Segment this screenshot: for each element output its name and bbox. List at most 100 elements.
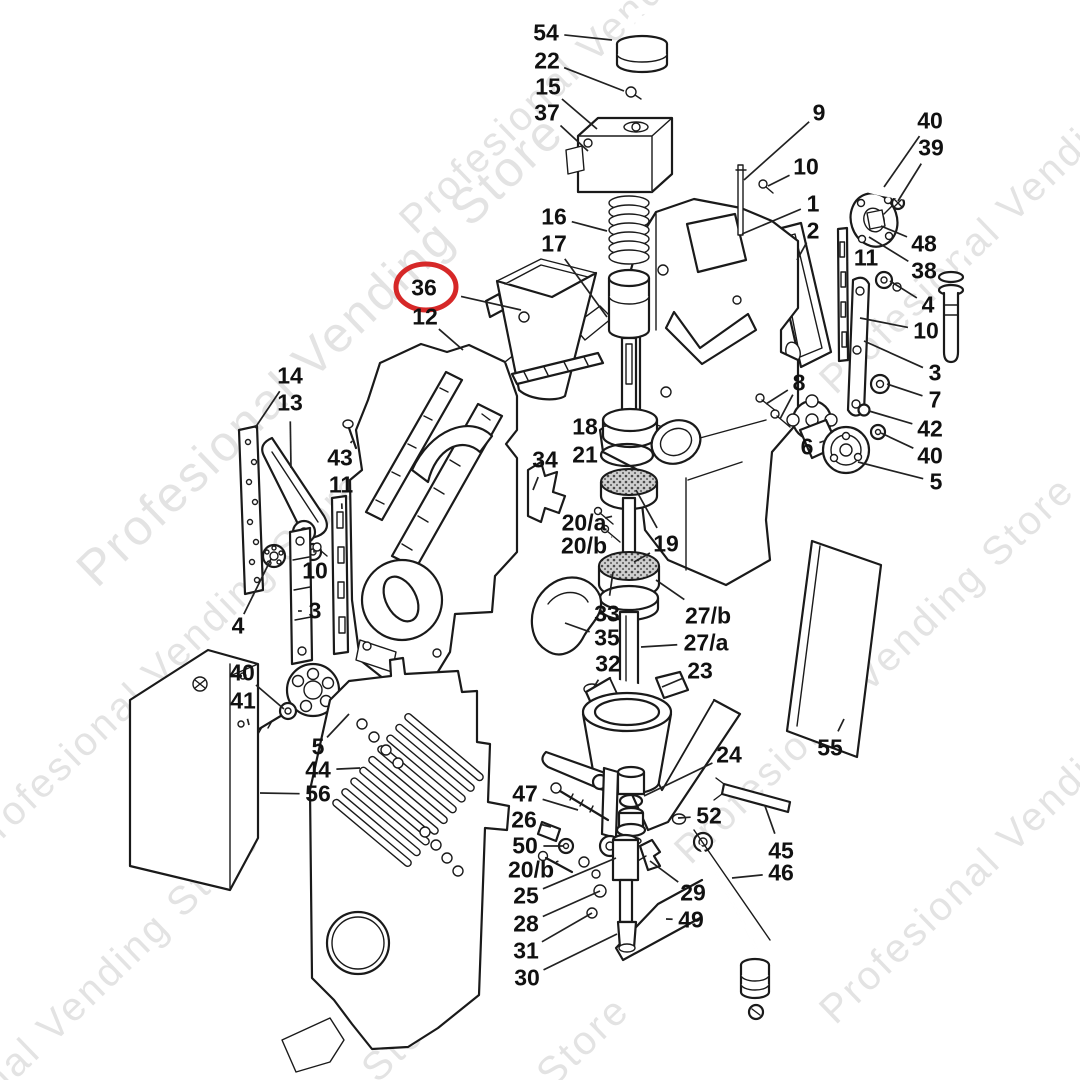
part-corner-flap <box>281 1017 345 1073</box>
part-label-33: 33 <box>594 600 620 627</box>
part-label-29: 29 <box>680 879 706 906</box>
part-19-knurled-disc-upper <box>599 468 659 556</box>
part-label-41: 41 <box>230 687 256 714</box>
part-18-disc <box>601 407 659 449</box>
part-7-washer <box>869 373 891 395</box>
part-label-24: 24 <box>716 741 742 768</box>
part-label-11: 11 <box>328 471 354 498</box>
part-16-spring <box>608 195 650 265</box>
part-label-17: 17 <box>541 230 567 257</box>
part-21-large-ring <box>650 419 702 465</box>
part-9-pin <box>735 164 747 236</box>
part-label-35: 35 <box>594 624 620 651</box>
part-label-21: 21 <box>572 441 598 468</box>
part-label-22: 22 <box>534 47 560 74</box>
part-label-40: 40 <box>917 442 943 469</box>
part-label-20-b: 20/b <box>507 856 555 883</box>
part-label-8: 8 <box>792 369 806 396</box>
part-15-solenoid-box <box>565 116 674 194</box>
part-label-4: 4 <box>231 612 245 639</box>
part-3-left-strip <box>288 526 314 666</box>
part-20-screws <box>593 506 621 543</box>
part-label-18: 18 <box>572 413 598 440</box>
part-21-oring <box>599 442 655 468</box>
part-label-38: 38 <box>911 257 937 284</box>
part-label-48: 48 <box>911 230 937 257</box>
part-4-washer-right <box>874 270 902 292</box>
part-label-37: 37 <box>534 99 560 126</box>
part-label-44: 44 <box>305 756 331 783</box>
part-bottle-fitting <box>739 957 771 1021</box>
part-47-screw <box>550 782 610 822</box>
part-label-46: 46 <box>768 859 794 886</box>
part-48-flange <box>849 192 899 248</box>
part-label-43: 43 <box>327 444 353 471</box>
part-49-wire <box>614 878 704 962</box>
part-35-press-plate <box>530 576 603 656</box>
part-label-19: 19 <box>653 530 679 557</box>
part-10-screw-top <box>758 179 774 194</box>
part-label-32: 32 <box>595 650 621 677</box>
part-label-3: 3 <box>308 597 322 624</box>
part-label-10: 10 <box>302 557 328 584</box>
part-43-screw <box>342 419 358 450</box>
part-50-washer <box>557 837 575 855</box>
part-11-left-strip <box>330 494 350 656</box>
part-12-brewer-housing <box>348 329 569 692</box>
part-27a-tube-lower <box>618 610 640 694</box>
part-label-40: 40 <box>917 107 943 134</box>
part-label-25: 25 <box>513 882 539 909</box>
part-45-fork-rod <box>713 777 792 814</box>
part-56-side-panel <box>128 648 260 892</box>
part-label-13: 13 <box>277 389 303 416</box>
part-label-16: 16 <box>541 203 567 230</box>
part-label-27-a: 27/a <box>683 629 729 656</box>
highlight-circle-part-36 <box>393 261 459 313</box>
part-label-5: 5 <box>929 468 943 495</box>
part-label-40: 40 <box>229 659 255 686</box>
part-26-pin <box>536 820 562 843</box>
part-label-2: 2 <box>806 217 820 244</box>
part-label-54: 54 <box>533 19 559 46</box>
hose-water-line <box>667 15 965 364</box>
part-label-27-b: 27/b <box>684 602 732 629</box>
part-label-49: 49 <box>678 906 704 933</box>
part-label-50: 50 <box>512 832 538 859</box>
part-label-11: 11 <box>853 244 879 271</box>
part-label-36: 36 <box>411 274 437 301</box>
part-label-47: 47 <box>512 780 538 807</box>
part-52-oring <box>671 813 687 825</box>
part-label-6: 6 <box>800 433 814 460</box>
part-label-20-a: 20/a <box>561 509 607 536</box>
part-label-34: 34 <box>532 446 558 473</box>
part-label-39: 39 <box>918 134 944 161</box>
part-label-42: 42 <box>917 415 943 442</box>
part-label-31: 31 <box>513 937 539 964</box>
part-46-rod <box>693 829 771 941</box>
part-label-23: 23 <box>687 657 713 684</box>
part-label-56: 56 <box>305 780 331 807</box>
part-11-right-strip <box>836 226 850 363</box>
part-4-left-washer <box>261 543 287 569</box>
part-17-cylinder <box>607 268 651 340</box>
part-label-5: 5 <box>311 733 325 760</box>
part-rail-under-funnel <box>510 351 605 386</box>
part-label-28: 28 <box>513 910 539 937</box>
part-label-45: 45 <box>768 837 794 864</box>
part-34-bracket <box>526 460 567 524</box>
part-46-hose <box>698 844 760 966</box>
part-25-valve-body <box>611 833 640 953</box>
leader-lines <box>243 34 924 971</box>
part-44-grille-panel <box>308 656 511 1051</box>
part-22-screw <box>625 86 642 100</box>
part-piston <box>616 765 646 796</box>
part-10-left-pin <box>312 542 328 557</box>
part-label-10: 10 <box>793 153 819 180</box>
part-label-4: 4 <box>921 291 935 318</box>
part-27a-rod-upper <box>620 336 638 414</box>
part-label-52: 52 <box>696 802 722 829</box>
part-label-1: 1 <box>806 190 820 217</box>
part-label-20-b: 20/b <box>560 532 608 559</box>
part-14-flat-bar <box>237 424 265 596</box>
